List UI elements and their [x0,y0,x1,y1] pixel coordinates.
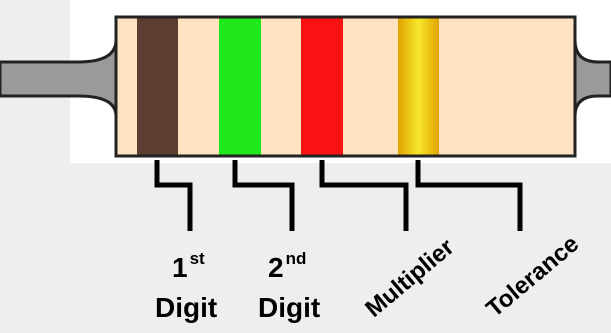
second-digit-suffix: nd [285,249,307,268]
second-digit-number: 2 [268,252,284,283]
band-1-brown [137,17,178,156]
leader-line-tolerance [415,160,523,231]
right-lead [573,39,611,117]
second-digit-word: Digit [258,292,321,323]
leader-line-multiplier [319,160,409,231]
resistor-outline [114,15,577,158]
band-3-red [301,17,343,156]
first-digit-suffix: st [189,249,205,268]
leader-line-second-digit [232,160,295,231]
band-4-gold [398,17,439,156]
first-digit-word: Digit [155,292,218,323]
band-2-green [219,17,261,156]
leader-line-first-digit [154,160,193,231]
first-digit-number: 1 [172,252,188,283]
resistor-body [114,15,577,158]
left-lead [0,39,118,117]
